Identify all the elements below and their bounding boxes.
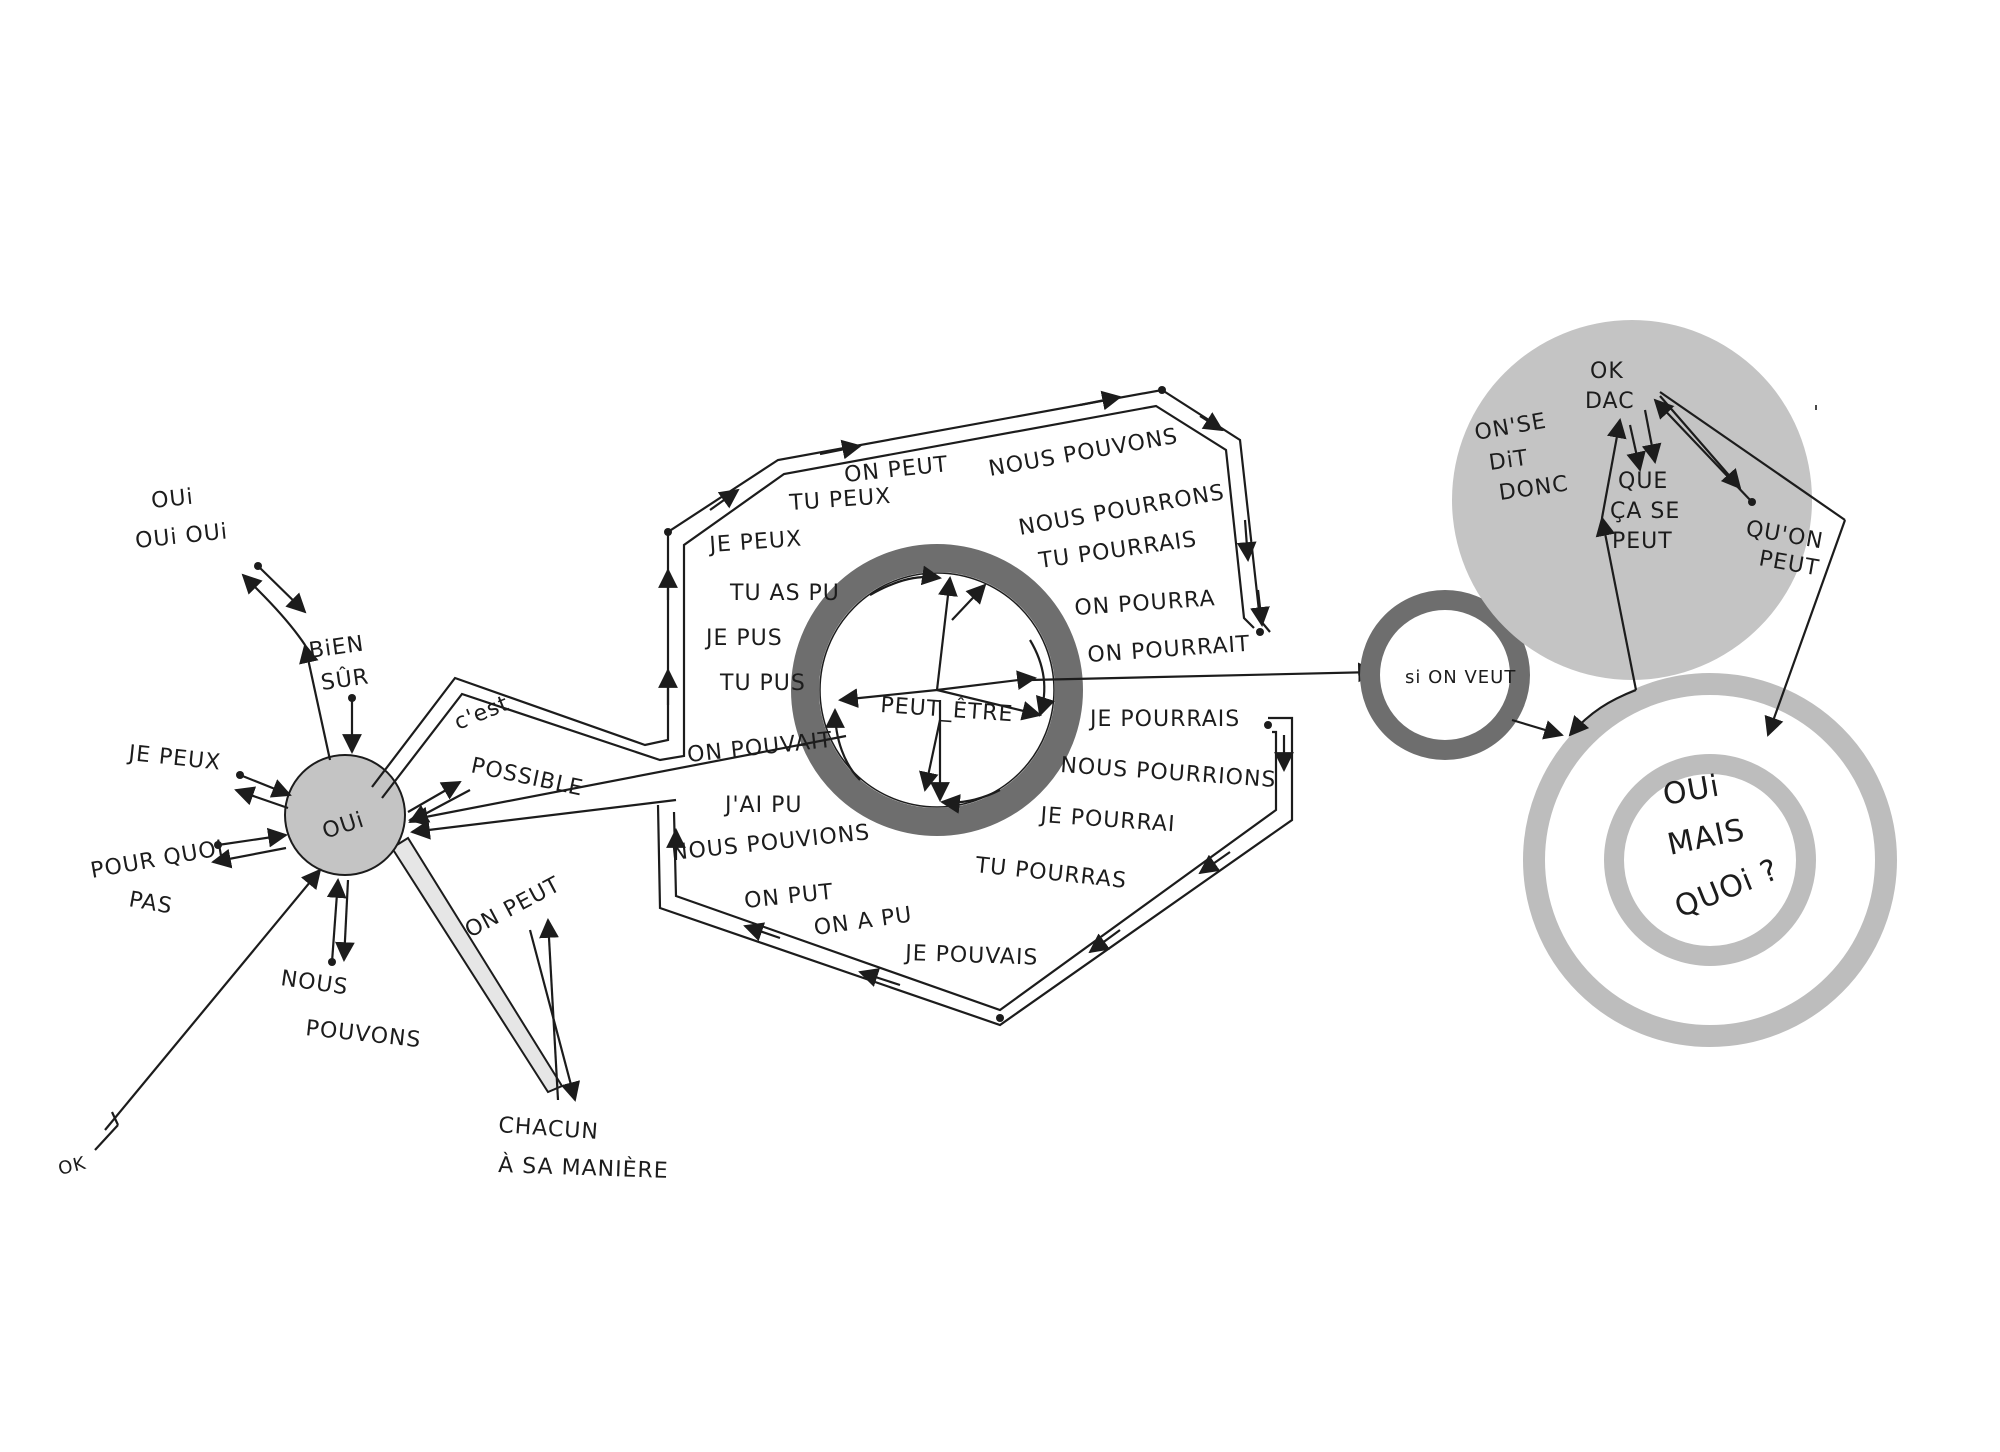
label-on-a-pu: ON A PU: [812, 902, 914, 941]
label-tu-as-pu: TU AS PU: [729, 581, 840, 606]
arrow-to-si-on-veut: [1029, 662, 1378, 683]
label-que: QUE: [1618, 469, 1668, 494]
label-on-put: ON PUT: [743, 880, 835, 914]
label-je-pus: JE PUS: [704, 626, 783, 651]
oui-mais-inner-ring: [1604, 754, 1816, 966]
arrow-oui-to-pouvait: [408, 734, 847, 827]
label-possible: POSSIBLE: [469, 753, 586, 801]
label-ca-se: ÇA SE: [1610, 499, 1680, 524]
label-nous-pouvions: NOUS POUVIONS: [670, 820, 871, 866]
label-peut: PEUT: [1612, 529, 1673, 554]
label-on-peut-top: ON PEUT: [843, 452, 950, 488]
label-je-peux-poly: JE PEUX: [707, 527, 803, 559]
label-on-pourrait: ON POURRAIT: [1087, 632, 1251, 668]
label-oui-1: OUi: [150, 485, 195, 514]
peut-etre-cluster: ON PEUT NOUS POUVONS TU PEUX JE PEUX NOU…: [371, 386, 1378, 1027]
label-tu-pourrais: TU POURRAIS: [1036, 527, 1198, 574]
si-on-veut-ring: [1360, 590, 1530, 760]
arrow-ouiouioui: [241, 573, 306, 646]
arrow-nous-2: [335, 879, 355, 962]
label-bien: BiEN: [307, 631, 366, 663]
label-nous-pourrions: NOUS POURRIONS: [1060, 753, 1278, 793]
arrow-possible-1: [407, 781, 462, 813]
frame-inner: [381, 404, 1255, 799]
label-chacun: CHACUN: [498, 1113, 600, 1145]
label-jepeux-left: JE PEUX: [125, 741, 222, 776]
label-si-on-veut: si ON VEUT: [1405, 667, 1516, 688]
right-cluster: OK DAC ON'SE DiT DONC QUE ÇA SE PEUT QU'…: [1452, 320, 1897, 1047]
label-ok-top: OK: [1590, 359, 1624, 384]
peut-etre-dark-ring: [791, 544, 1083, 836]
label-oui-2: OUi OUi: [134, 519, 229, 554]
label-jai-pu: J'AI PU: [723, 793, 802, 818]
label-tu-pourras: TU POURRAS: [973, 853, 1128, 894]
arrow-ouiouioui-2: [257, 565, 307, 614]
arrow-onpeut-mid-2: [539, 918, 560, 1101]
label-pourquoi: POUR QUOI: [89, 836, 226, 884]
oui-cluster: OUi OUi OUi OUi BiEN SÛR JE PEUX POUR QU…: [56, 485, 669, 1184]
label-tu-pus: TU PUS: [719, 671, 806, 696]
label-dac: DAC: [1585, 389, 1635, 414]
label-pouvons: POUVONS: [304, 1016, 422, 1053]
label-tu-peux: TU PEUX: [788, 484, 892, 516]
label-je-pourrai: JE POURRAI: [1038, 803, 1177, 838]
arrow-jepeux-2: [234, 786, 289, 810]
arrow-ok-to-oui: [104, 868, 322, 1131]
label-on-pourra: ON POURRA: [1074, 586, 1217, 621]
arrow-nous-1: [326, 878, 347, 963]
band-oui-to-chacun: [390, 836, 564, 1094]
arrow-pourquoi-1: [217, 827, 288, 848]
label-dit: DiT: [1487, 446, 1530, 476]
label-a-sa-maniere: À SA MANIÈRE: [498, 1152, 669, 1184]
label-je-pourrais: JE POURRAIS: [1088, 707, 1240, 732]
label-je-pouvais: JE POUVAIS: [903, 941, 1039, 971]
oui-node: [284, 754, 406, 876]
ok-dac-circle: [1452, 320, 1812, 680]
arrow-oui-to-ouiouioui: [299, 643, 332, 761]
label-pas: PAS: [127, 887, 175, 919]
label-sur: SÛR: [319, 663, 371, 695]
frame-lower-inner: [672, 730, 1278, 1012]
label-nous: NOUS: [279, 966, 350, 1000]
frame-lower-outer: [656, 716, 1294, 1027]
arrow-pourquoi-2: [211, 846, 287, 869]
arrow-jepeux-1: [239, 773, 292, 798]
si-on-veut-cluster: si ON VEUT: [1360, 590, 1564, 760]
label-ok-bottom: OK: [56, 1153, 88, 1180]
arrow-oui-to-jai-pu: [410, 798, 677, 840]
arrow-bracket-left: [1568, 688, 1637, 737]
